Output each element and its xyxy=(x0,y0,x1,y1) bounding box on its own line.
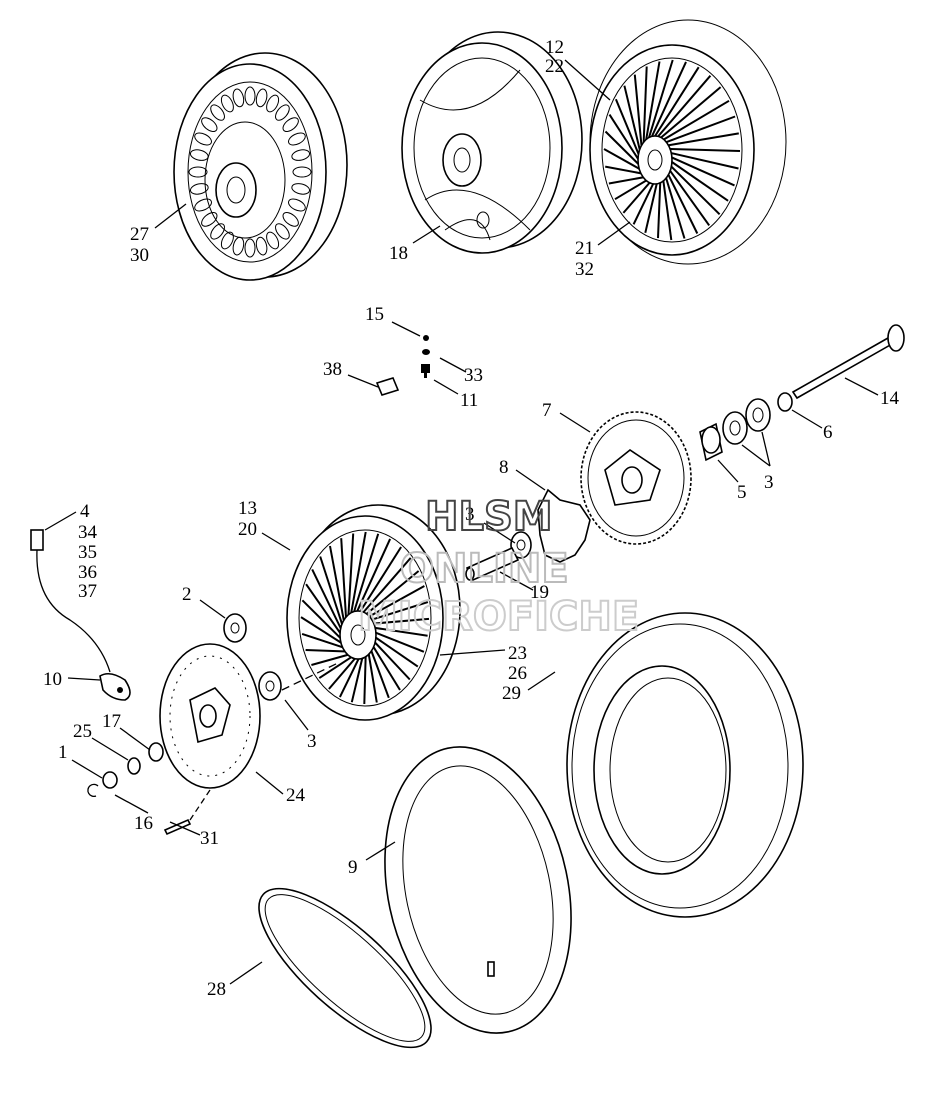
callout-13: 13 xyxy=(238,498,257,519)
callout-27: 27 xyxy=(130,224,149,245)
callout-16: 16 xyxy=(134,813,153,834)
callout-8: 8 xyxy=(499,457,509,478)
spoked-wheel-main xyxy=(286,504,461,721)
callout-23: 23 xyxy=(508,643,527,664)
callout-12: 12 xyxy=(545,37,564,58)
callout-37: 37 xyxy=(78,581,97,602)
callout-21: 21 xyxy=(575,238,594,259)
tire xyxy=(566,612,804,918)
callout-6: 6 xyxy=(823,422,833,443)
callout-36: 36 xyxy=(78,562,97,583)
callout-38: 38 xyxy=(323,359,342,380)
callout-34: 34 xyxy=(78,522,98,543)
callout-33: 33 xyxy=(464,365,483,386)
small-hardware xyxy=(375,335,430,396)
axle-hardware xyxy=(87,742,211,836)
callout-25: 25 xyxy=(73,721,92,742)
callout-10: 10 xyxy=(43,669,62,690)
callout-4: 4 xyxy=(80,501,90,522)
callout-14: 14 xyxy=(880,388,900,409)
callout-24: 24 xyxy=(286,785,306,806)
callout-11: 11 xyxy=(460,390,478,411)
callout-19: 19 xyxy=(530,582,549,603)
callout-3-bearing-right: 3 xyxy=(764,472,774,493)
callout-31: 31 xyxy=(200,828,219,849)
callout-5: 5 xyxy=(737,482,747,503)
callout-18: 18 xyxy=(389,243,408,264)
callout-20: 20 xyxy=(238,519,257,540)
bearing-2 xyxy=(223,613,247,643)
callout-22: 22 xyxy=(545,56,564,77)
disc-wheel xyxy=(401,31,583,254)
bearing-3 xyxy=(258,671,282,701)
callout-35: 35 xyxy=(78,542,97,563)
inner-tube xyxy=(384,746,572,1034)
callout-26: 26 xyxy=(508,663,527,684)
callout-15: 15 xyxy=(365,304,384,325)
sprocket xyxy=(580,411,692,545)
callout-3-bearing-left: 3 xyxy=(307,731,317,752)
isolator-bearing-spacer xyxy=(465,488,591,582)
callout-3-bearing-center: 3 xyxy=(465,504,475,525)
callout-7: 7 xyxy=(542,400,552,421)
leader-lines xyxy=(44,59,879,985)
watermark-line-1: HLSM xyxy=(425,494,553,540)
callout-28: 28 xyxy=(207,979,226,1000)
watermark-line-3: MICROFICHE xyxy=(358,594,639,640)
watermark-line-2: ONLINE xyxy=(400,546,569,592)
rim-strip xyxy=(258,887,432,1049)
callout-30: 30 xyxy=(130,245,149,266)
callout-1: 1 xyxy=(58,742,68,763)
cast-wheel-slotted xyxy=(173,52,348,281)
callout-9: 9 xyxy=(348,857,358,878)
spoked-wheel-top xyxy=(589,19,787,265)
callout-17: 17 xyxy=(102,711,121,732)
wheel-speed-sensor xyxy=(30,529,131,701)
axle-assembly xyxy=(699,324,905,462)
callout-2: 2 xyxy=(182,584,192,605)
brake-rotor xyxy=(159,643,261,789)
callout-29: 29 xyxy=(502,683,521,704)
callout-32: 32 xyxy=(575,259,594,280)
watermark: HLSM ONLINE MICROFICHE xyxy=(357,493,640,641)
callout-labels: 27 30 18 12 22 21 32 15 33 38 11 7 14 6 … xyxy=(43,37,900,1000)
